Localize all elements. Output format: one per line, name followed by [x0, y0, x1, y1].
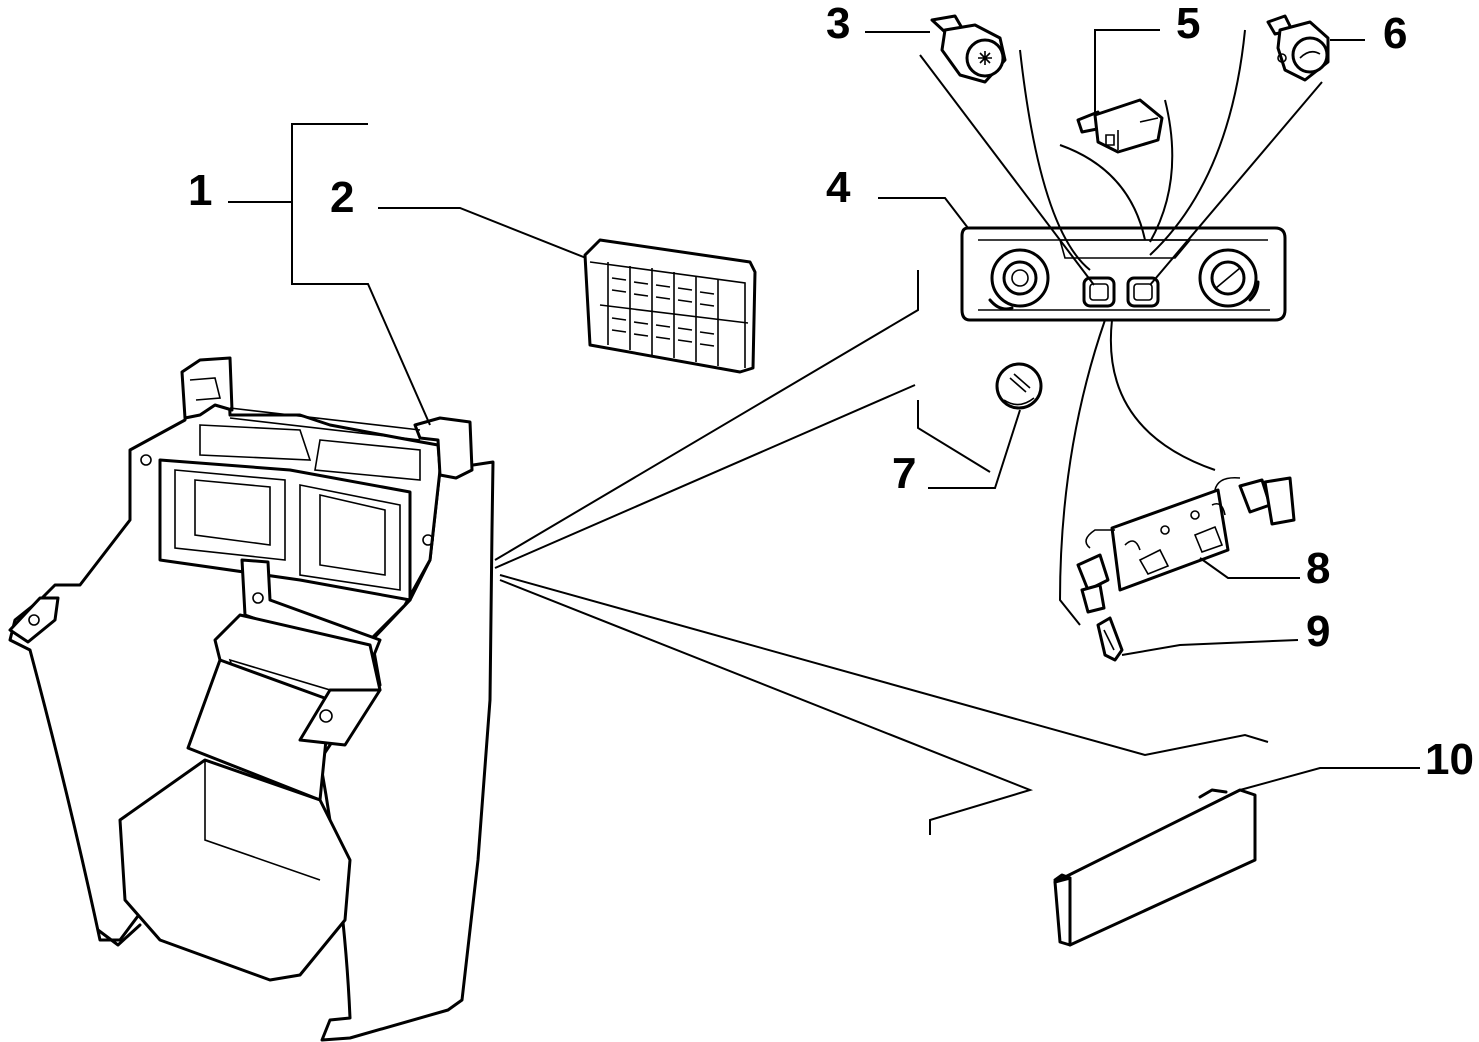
callout-2: 2: [330, 173, 354, 222]
callout-10: 10: [1425, 735, 1474, 784]
callout-6: 6: [1383, 9, 1407, 58]
callout-7: 7: [892, 449, 916, 498]
callout-3: 3: [826, 0, 850, 48]
callout-1: 1: [188, 166, 212, 215]
part-4-control-panel: [960, 226, 1287, 322]
callout-5: 5: [1176, 0, 1200, 48]
part-8-circuit-board: [1076, 476, 1296, 614]
leader-lines: [228, 29, 1420, 835]
callout-9: 9: [1306, 607, 1330, 656]
callout-4: 4: [826, 163, 851, 212]
part-2-fuse-block: [583, 238, 757, 374]
part-7-knob: [995, 362, 1043, 410]
part-3-switch: [930, 14, 1007, 84]
part-6-switch: [1266, 14, 1330, 82]
part-10-cover-strip: [1053, 788, 1257, 947]
callout-labels: 1 2 3 4 5 6 7 8 9 10: [188, 0, 1474, 784]
callout-8: 8: [1306, 544, 1330, 593]
part-5-switch: [1076, 98, 1164, 154]
part-9-bulb: [1096, 616, 1124, 662]
part-1-console-housing: [8, 356, 495, 1042]
